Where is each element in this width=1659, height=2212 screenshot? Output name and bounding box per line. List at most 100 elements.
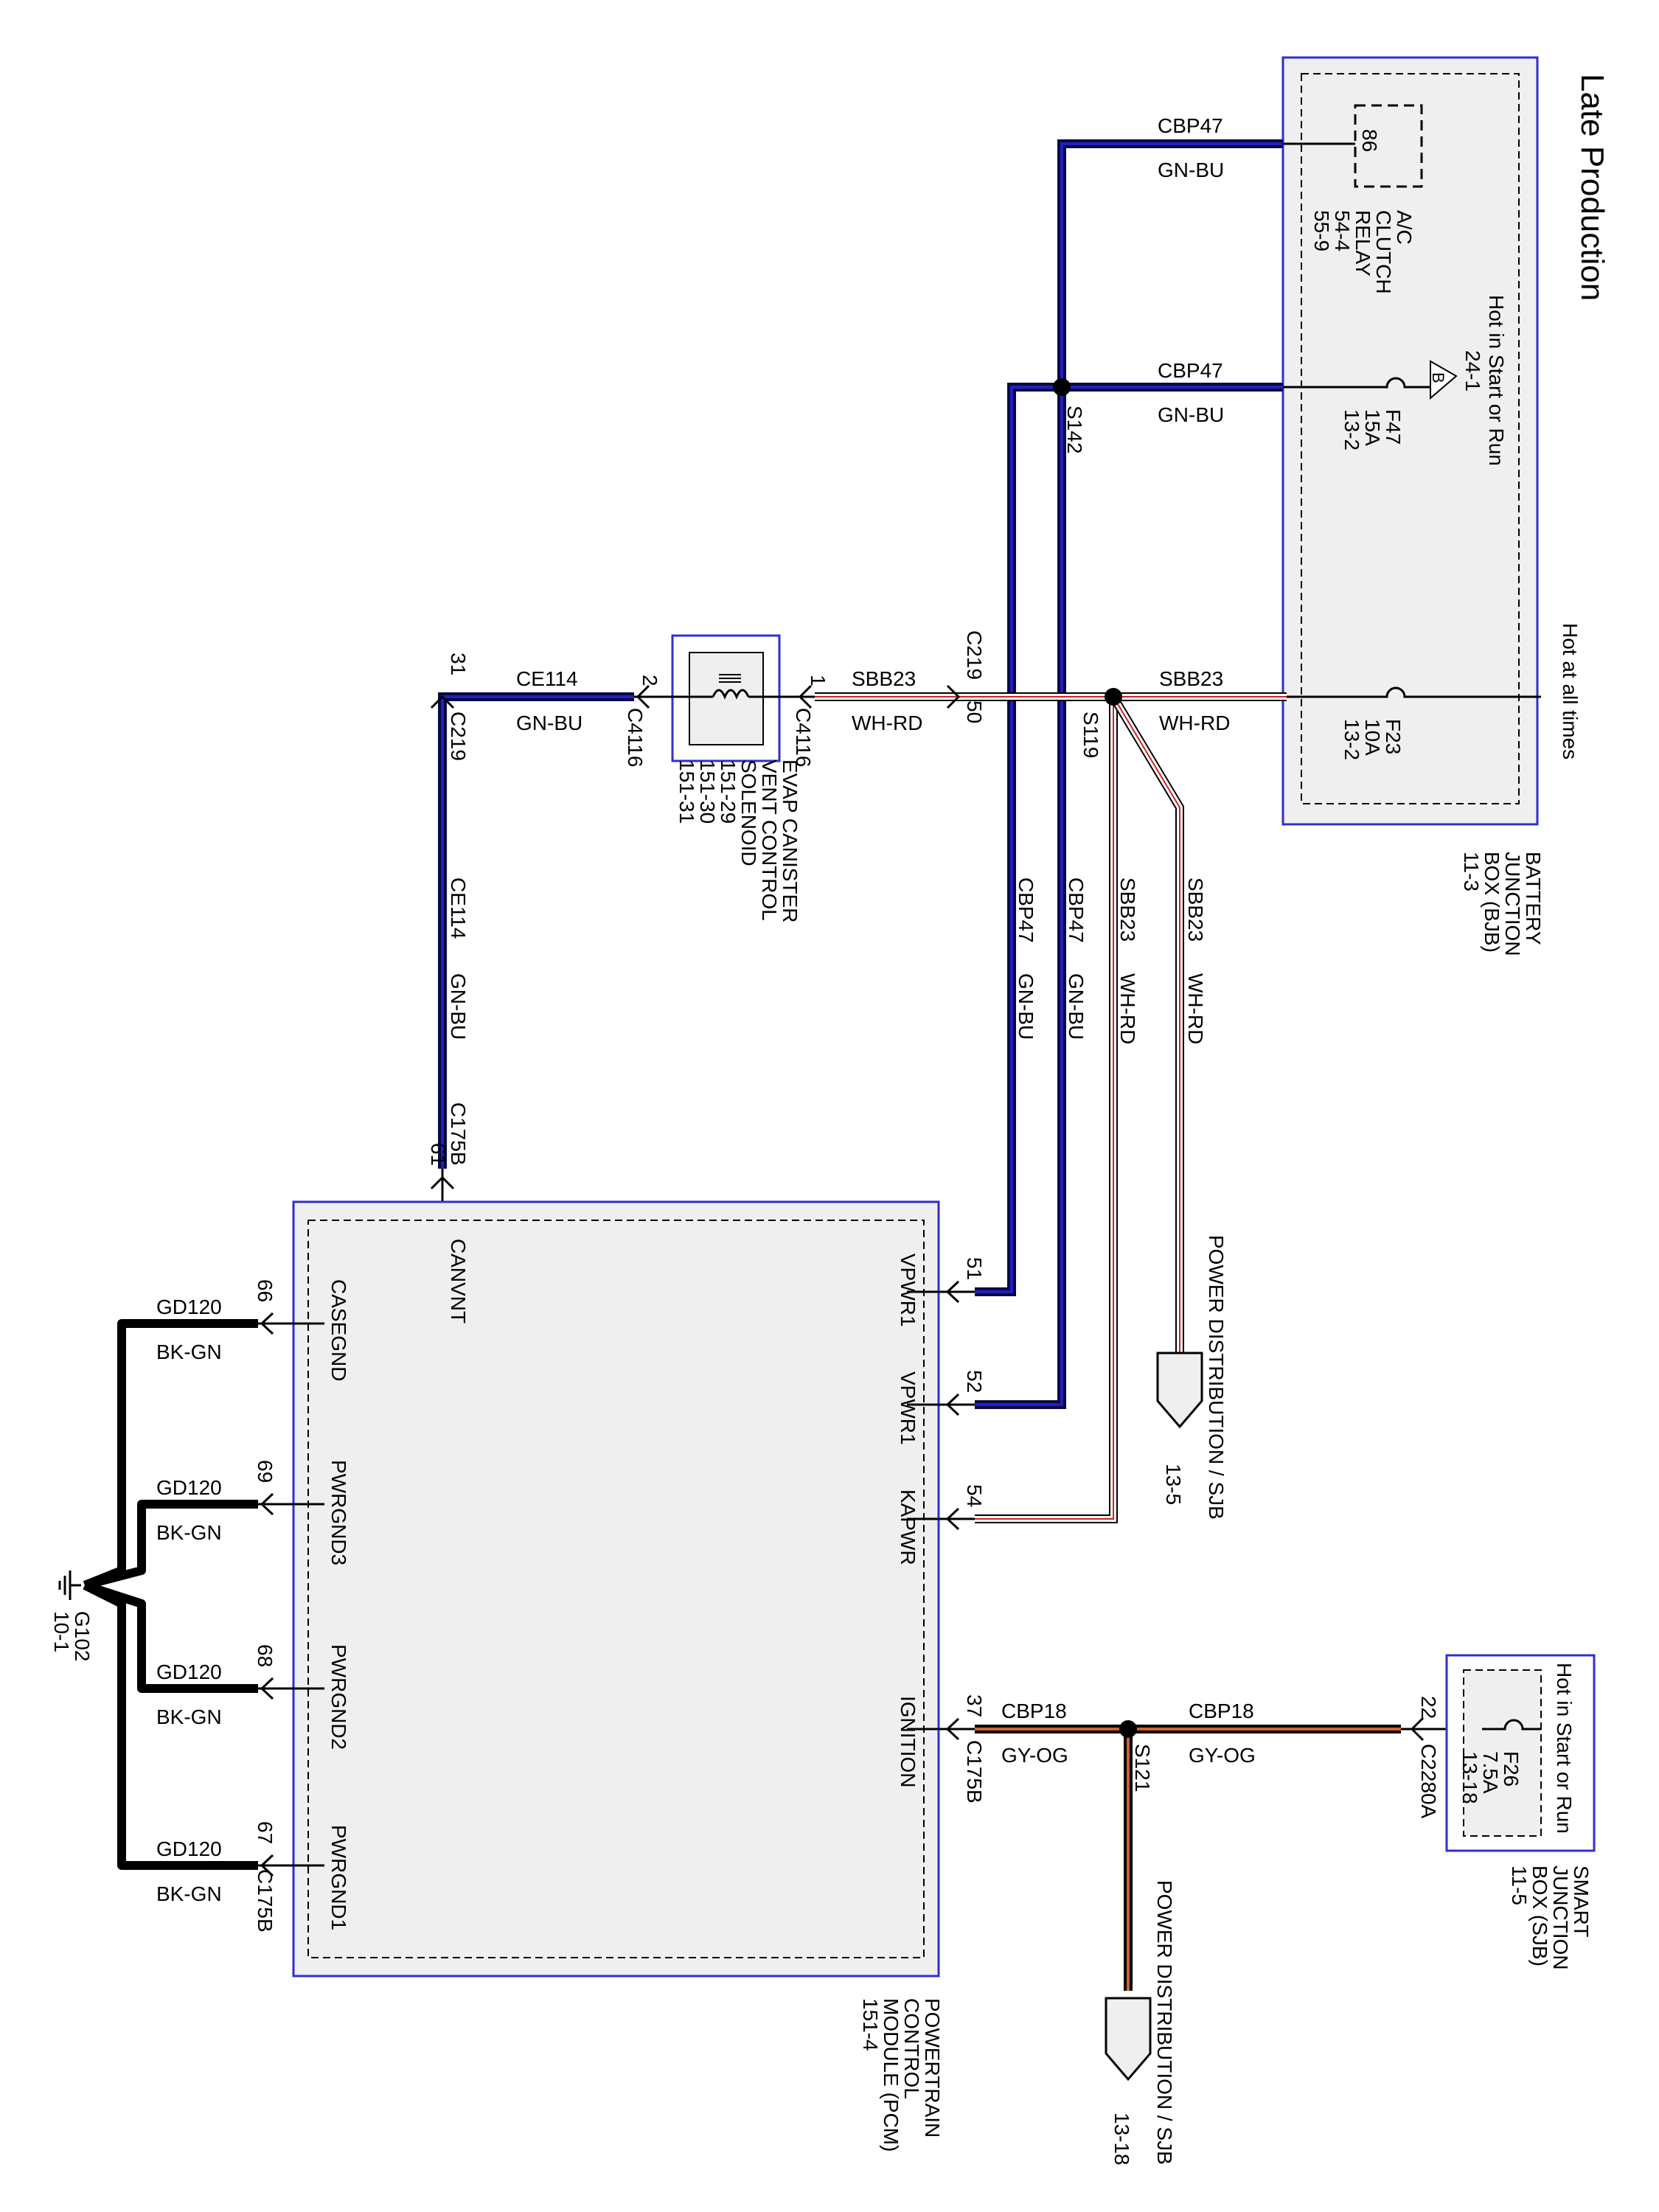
svg-text:F47: F47 [1382, 409, 1405, 445]
relay-label: A/C CLUTCH RELAY 54-4 55-9 [1310, 210, 1416, 294]
cbp47-mid-circuit: CBP47 [1158, 359, 1223, 382]
svg-text:POWERTRAIN: POWERTRAIN [921, 1998, 944, 2138]
sbb23-left-circuit: SBB23 [852, 667, 916, 690]
pin-label-pwrgnd3: PWRGND3 [327, 1460, 350, 1565]
splice-s142-label: S142 [1063, 406, 1086, 453]
evap-solenoid [634, 634, 815, 762]
pcm-module [292, 1200, 940, 1978]
svg-text:10A: 10A [1361, 719, 1384, 756]
ce114-color: GN-BU [516, 712, 582, 734]
splice-s119 [1105, 688, 1122, 706]
svg-text:SMART: SMART [1570, 1865, 1593, 1938]
gd120-69-color: BK-GN [156, 1521, 222, 1544]
pcm-name-label: POWERTRAIN CONTROL MODULE (PCM) 151-4 [859, 1998, 944, 2152]
sbb23-vert-a-color: WH-RD [1116, 973, 1139, 1044]
gd120-67-circuit: GD120 [156, 1837, 222, 1860]
splice-s121-label: S121 [1131, 1744, 1154, 1792]
gd120-68-circuit: GD120 [156, 1660, 222, 1683]
c4116-right-connector-icon [798, 684, 813, 709]
pin-label-pwrgnd1: PWRGND1 [327, 1825, 350, 1930]
pwrgnd2-pin-num: 68 [254, 1644, 276, 1667]
svg-text:7.5A: 7.5A [1479, 1751, 1502, 1794]
svg-text:151-29: 151-29 [717, 759, 740, 824]
svg-text:BATTERY: BATTERY [1522, 852, 1545, 945]
cbp47-top-color: GN-BU [1158, 159, 1224, 181]
cbp47-vert-b: CBP47 [1015, 877, 1037, 943]
sjb-name-label: SMART JUNCTION BOX (SJB) 11-5 [1508, 1865, 1593, 1970]
smart-junction-box: F26 7.5A 13-18 Hot in Start or Run [1445, 1654, 1596, 1852]
battery-junction-box: 86 A/C CLUTCH RELAY 54-4 55-9 Hot in Sta… [1281, 56, 1582, 826]
svg-text:B: B [1429, 372, 1447, 383]
svg-text:SOLENOID: SOLENOID [737, 759, 760, 866]
bjb-name-label: BATTERY JUNCTION BOX (BJB) 11-3 [1460, 852, 1545, 956]
svg-text:15A: 15A [1361, 409, 1384, 446]
svg-text:POWER DISTRIBUTION / SJB: POWER DISTRIBUTION / SJB [1153, 1880, 1176, 2165]
pin-label-casegnd: CASEGND [327, 1279, 350, 1381]
page-title: Late Production [1574, 74, 1610, 301]
power-dist-lower: POWER DISTRIBUTION / SJB 13-18 [1105, 1880, 1176, 2166]
cbp47-top-circuit: CBP47 [1158, 114, 1223, 137]
wire-sbb23 [815, 692, 1287, 1523]
pin-label-vpwr1a: VPWR1 [897, 1253, 919, 1327]
ignition-pin-num: 37 [963, 1694, 986, 1717]
svg-text:VENT CONTROL: VENT CONTROL [758, 759, 781, 921]
gd120-67-color: BK-GN [156, 1882, 222, 1905]
svg-text:11-3: 11-3 [1460, 852, 1483, 891]
svg-text:13-5: 13-5 [1162, 1464, 1185, 1505]
gd120-68-color: BK-GN [156, 1705, 222, 1728]
svg-text:BOX (BJB): BOX (BJB) [1481, 852, 1503, 953]
pin-label-kapwr: KAPWR [897, 1489, 919, 1565]
fuse-f47-label: F47 15A 13-2 [1340, 409, 1405, 451]
gd120-69-circuit: GD120 [156, 1476, 222, 1499]
c4116-left-connector-icon [636, 684, 650, 709]
splice-s119-label: S119 [1079, 712, 1102, 758]
splice-s142 [1053, 378, 1071, 396]
sbb23-vert-b-color: WH-RD [1184, 973, 1207, 1044]
svg-text:CLUTCH: CLUTCH [1372, 210, 1395, 294]
vpwr1a-pin-num: 51 [963, 1257, 986, 1280]
cbp18-left-color: GY-OG [1001, 1744, 1068, 1767]
solenoid-pin2: 2 [639, 675, 661, 686]
sbb23-right-circuit: SBB23 [1159, 667, 1223, 690]
svg-text:A/C: A/C [1393, 210, 1416, 245]
svg-text:JUNCTION: JUNCTION [1549, 1865, 1572, 1970]
casegnd-pin-num: 66 [254, 1279, 276, 1302]
svg-text:13-18: 13-18 [1110, 2112, 1133, 2166]
c175b-top-connector-icon [430, 1175, 455, 1190]
wire-gd120 [83, 1319, 258, 1870]
ce114-vert-circuit: CE114 [447, 877, 470, 939]
svg-text:13-2: 13-2 [1340, 409, 1363, 451]
ce114-vert-color: GN-BU [447, 973, 470, 1040]
svg-text:JUNCTION: JUNCTION [1501, 852, 1524, 956]
sjb-pin: 22 [1417, 1696, 1440, 1719]
svg-text:BOX (SJB): BOX (SJB) [1528, 1865, 1551, 1966]
svg-text:151-31: 151-31 [675, 759, 698, 824]
sbb23-vert-b: SBB23 [1184, 877, 1207, 942]
ground-ref: 10-1 [50, 1611, 73, 1652]
pwrgnd3-pin-num: 69 [254, 1460, 276, 1483]
svg-text:RELAY: RELAY [1352, 210, 1374, 276]
power-dist-upper: POWER DISTRIBUTION / SJB 13-5 [1156, 1235, 1228, 1520]
svg-text:151-4: 151-4 [859, 1998, 882, 2051]
cbp47-mid-color: GN-BU [1158, 403, 1224, 426]
ground-name: G102 [71, 1611, 94, 1662]
cbp47-vert-a-color: GN-BU [1065, 973, 1088, 1040]
splice-s121 [1119, 1720, 1137, 1738]
cbp47-vert-a: CBP47 [1065, 877, 1088, 943]
solenoid-conn-right: C4116 [792, 708, 815, 767]
pcm-left-pins [258, 1312, 324, 1877]
c2280a-connector-icon [1410, 1717, 1425, 1742]
pwrgnd1-pin-num: 67 [254, 1821, 276, 1844]
fuse-f47-icon [1371, 377, 1430, 389]
svg-text:F26: F26 [1500, 1751, 1523, 1787]
pcm-right-pins [907, 1280, 975, 1741]
ac-clutch-relay-icon [1354, 104, 1423, 188]
c175b-top-label: C175B [447, 1102, 470, 1166]
pin-label-canvnt: CANVNT [447, 1239, 470, 1324]
svg-text:151-30: 151-30 [696, 759, 719, 824]
ce114-circuit: CE114 [516, 667, 578, 690]
hot-all-times-label: Hot at all times [1559, 623, 1582, 759]
pin-label-ignition: IGNITION [897, 1696, 919, 1787]
solenoid-coil-icon [634, 689, 815, 700]
svg-text:EVAP CANISTER: EVAP CANISTER [779, 759, 801, 922]
